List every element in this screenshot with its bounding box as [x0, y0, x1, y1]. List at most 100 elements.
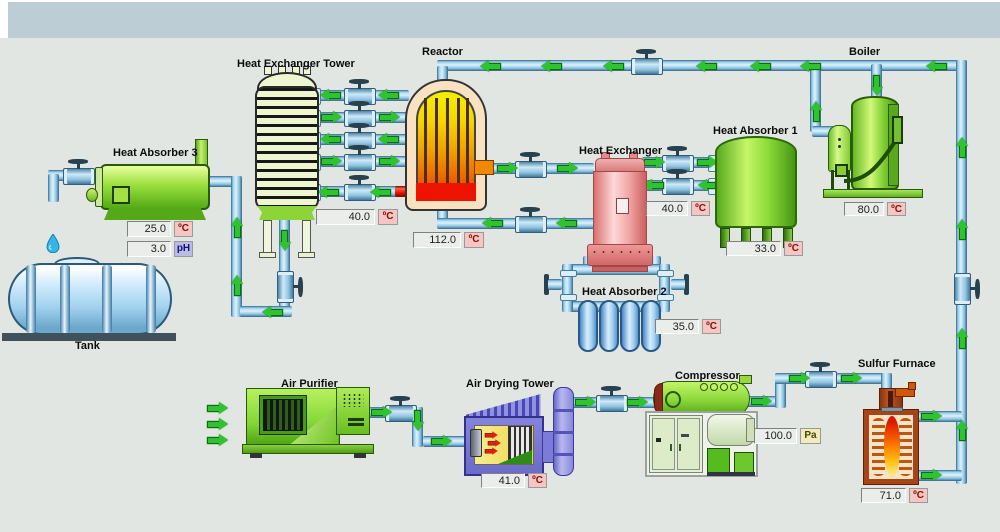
heat-absorber-1-vessel[interactable]	[715, 136, 797, 228]
heat-absorber-3-ph-display: 3.0	[127, 241, 171, 257]
valve-icon[interactable]	[344, 123, 376, 149]
flow-arrow-up-icon	[956, 420, 968, 442]
tower-leg	[263, 220, 272, 254]
reactor-tube	[424, 98, 427, 190]
compressor-pressure-display: 100.0	[754, 428, 797, 444]
heat-exchanger-label: Heat Exchanger	[579, 145, 663, 157]
valve-icon[interactable]	[805, 362, 837, 388]
reactor-hot-zone	[416, 183, 476, 201]
compressor-sight-glass	[665, 391, 681, 408]
valve-handle-icon[interactable]	[684, 274, 689, 295]
flow-arrow-right-icon	[750, 395, 772, 407]
column-ring	[553, 409, 574, 412]
flow-arrow-left-icon	[482, 217, 504, 229]
heat-absorber-3-temp-display: 25.0	[127, 221, 171, 237]
flange-icon	[657, 294, 674, 301]
pump-block	[707, 448, 730, 474]
pressure-unit-badge: Pa	[800, 428, 821, 444]
valve-icon[interactable]	[344, 175, 376, 201]
air-intake-arrow-icon	[206, 402, 228, 414]
flow-arrow-down-icon	[871, 74, 883, 96]
valve-icon[interactable]	[631, 49, 663, 75]
tower-foot	[259, 252, 276, 258]
flow-arrow-right-icon	[320, 155, 342, 167]
temp-unit-badge: ºC	[887, 202, 906, 216]
temp-unit-badge: ºC	[784, 241, 803, 256]
flow-arrow-up-icon	[956, 137, 968, 159]
pipe	[48, 174, 59, 202]
boiler-economizer-foot	[835, 164, 848, 177]
boiler-label: Boiler	[849, 46, 881, 58]
air-purifier-filter-grid	[263, 399, 303, 431]
air-intake-arrow-icon	[206, 418, 228, 430]
tank-band	[146, 265, 156, 333]
sulfur-furnace-label: Sulfur Furnace	[858, 358, 936, 370]
compressor-port	[710, 383, 718, 391]
absorber-2-cylinder[interactable]	[620, 300, 640, 352]
valve-icon[interactable]	[515, 152, 547, 178]
valve-handle-icon[interactable]	[544, 274, 549, 295]
reactor-outlet-nozzle	[474, 160, 494, 175]
air-purifier-label: Air Purifier	[281, 378, 338, 390]
air-purifier-detail-line	[348, 423, 364, 426]
flow-arrow-left-icon	[696, 60, 718, 72]
heat-exchanger-bolts	[590, 249, 650, 255]
tower-coil-body[interactable]	[255, 86, 319, 210]
temp-unit-badge: ºC	[691, 201, 710, 216]
temp-unit-badge: ºC	[528, 473, 547, 488]
heat-absorber-3-hatch	[112, 186, 130, 204]
reactor-tube	[435, 98, 438, 190]
tank-band	[60, 265, 70, 333]
flow-arrow-right-icon	[643, 156, 665, 168]
boiler-internal-pipe	[843, 141, 896, 183]
absorber-2-cylinder[interactable]	[578, 300, 598, 352]
air-purifier-base	[242, 444, 374, 454]
pipe	[812, 126, 834, 137]
cabinet-handle	[670, 444, 672, 451]
valve-stub	[548, 279, 562, 290]
furnace-coil	[899, 418, 912, 476]
reactor-label: Reactor	[422, 46, 463, 58]
valve-icon[interactable]	[515, 207, 547, 233]
valve-icon[interactable]	[344, 101, 376, 127]
compressor-port	[720, 383, 728, 391]
pipe	[437, 66, 448, 84]
cabinet-detail	[681, 434, 689, 437]
heat-absorber-2-temp-display: 35.0	[655, 319, 699, 334]
compressor-port	[730, 383, 738, 391]
valve-icon[interactable]	[954, 273, 980, 305]
temp-unit-badge: ºC	[174, 221, 193, 237]
valve-icon[interactable]	[344, 145, 376, 171]
flow-arrow-right-icon	[840, 372, 862, 384]
flow-arrow-left-icon	[320, 89, 342, 101]
air-purifier-wheel	[354, 453, 366, 458]
flow-arrow-left-icon	[320, 133, 342, 145]
valve-icon[interactable]	[277, 271, 303, 303]
valve-icon[interactable]	[63, 159, 95, 185]
flow-arrow-left-icon	[370, 186, 392, 198]
flow-arrow-up-icon	[231, 275, 243, 297]
heat-absorber-3-knob	[86, 188, 98, 202]
flow-arrow-right-icon	[496, 162, 518, 174]
flow-arrow-up-icon	[956, 219, 968, 241]
flow-arrow-left-icon	[556, 217, 578, 229]
boiler-base	[823, 189, 923, 198]
column-ring	[553, 453, 574, 456]
absorber-2-cylinder[interactable]	[599, 300, 619, 352]
air-purifier-wheel	[250, 453, 262, 458]
heat-exchanger-bottom-band	[587, 244, 653, 266]
temp-unit-badge: ºC	[464, 232, 484, 248]
flow-arrow-right-icon	[920, 410, 942, 422]
flow-arrow-right-icon	[788, 372, 810, 384]
air-drying-tower-label: Air Drying Tower	[466, 378, 554, 390]
valve-icon[interactable]	[662, 169, 694, 195]
cabinet-handle	[679, 444, 681, 451]
pipe	[659, 264, 670, 312]
boiler-economizer-dot	[838, 145, 841, 148]
valve-icon[interactable]	[596, 386, 628, 412]
reactor-tube	[466, 98, 469, 190]
